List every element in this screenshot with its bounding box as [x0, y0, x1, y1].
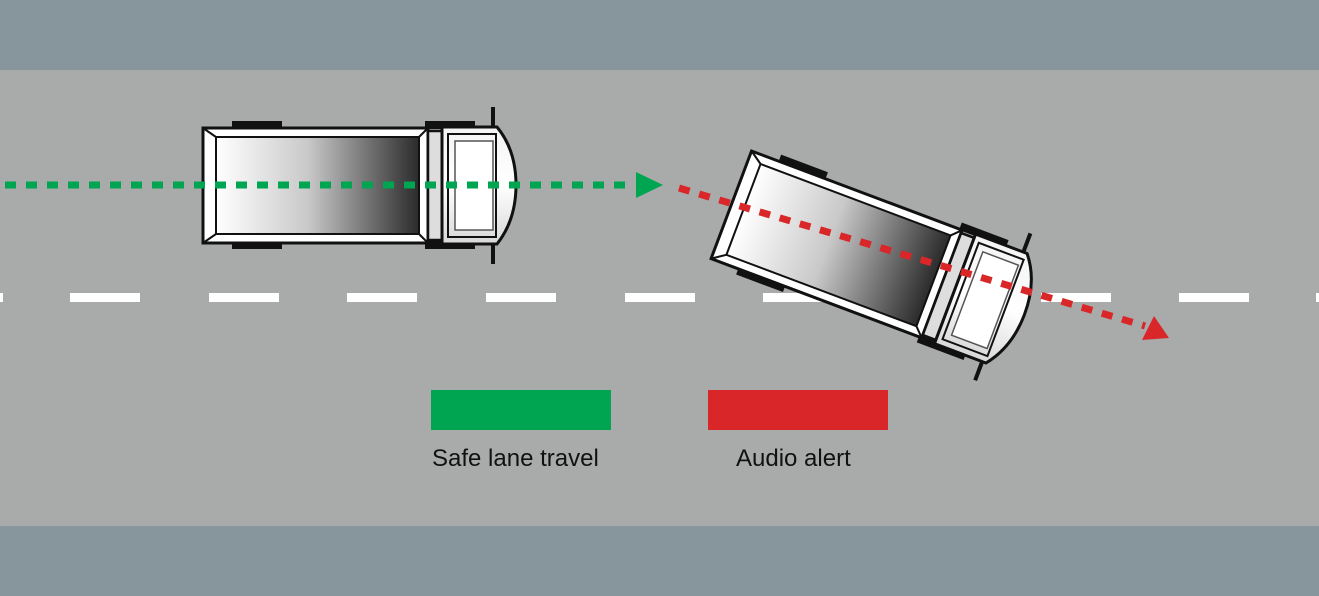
shoulder-top	[0, 0, 1319, 70]
legend-alert-label: Audio alert	[736, 445, 851, 472]
safe-path-arrowhead	[636, 172, 663, 198]
shoulder-bottom	[0, 526, 1319, 596]
legend-safe-label: Safe lane travel	[432, 445, 599, 472]
legend-alert-swatch	[708, 390, 888, 430]
legend-safe-swatch	[431, 390, 611, 430]
alert-path-arrowhead	[1142, 316, 1169, 340]
alert-path-line	[678, 184, 1146, 330]
